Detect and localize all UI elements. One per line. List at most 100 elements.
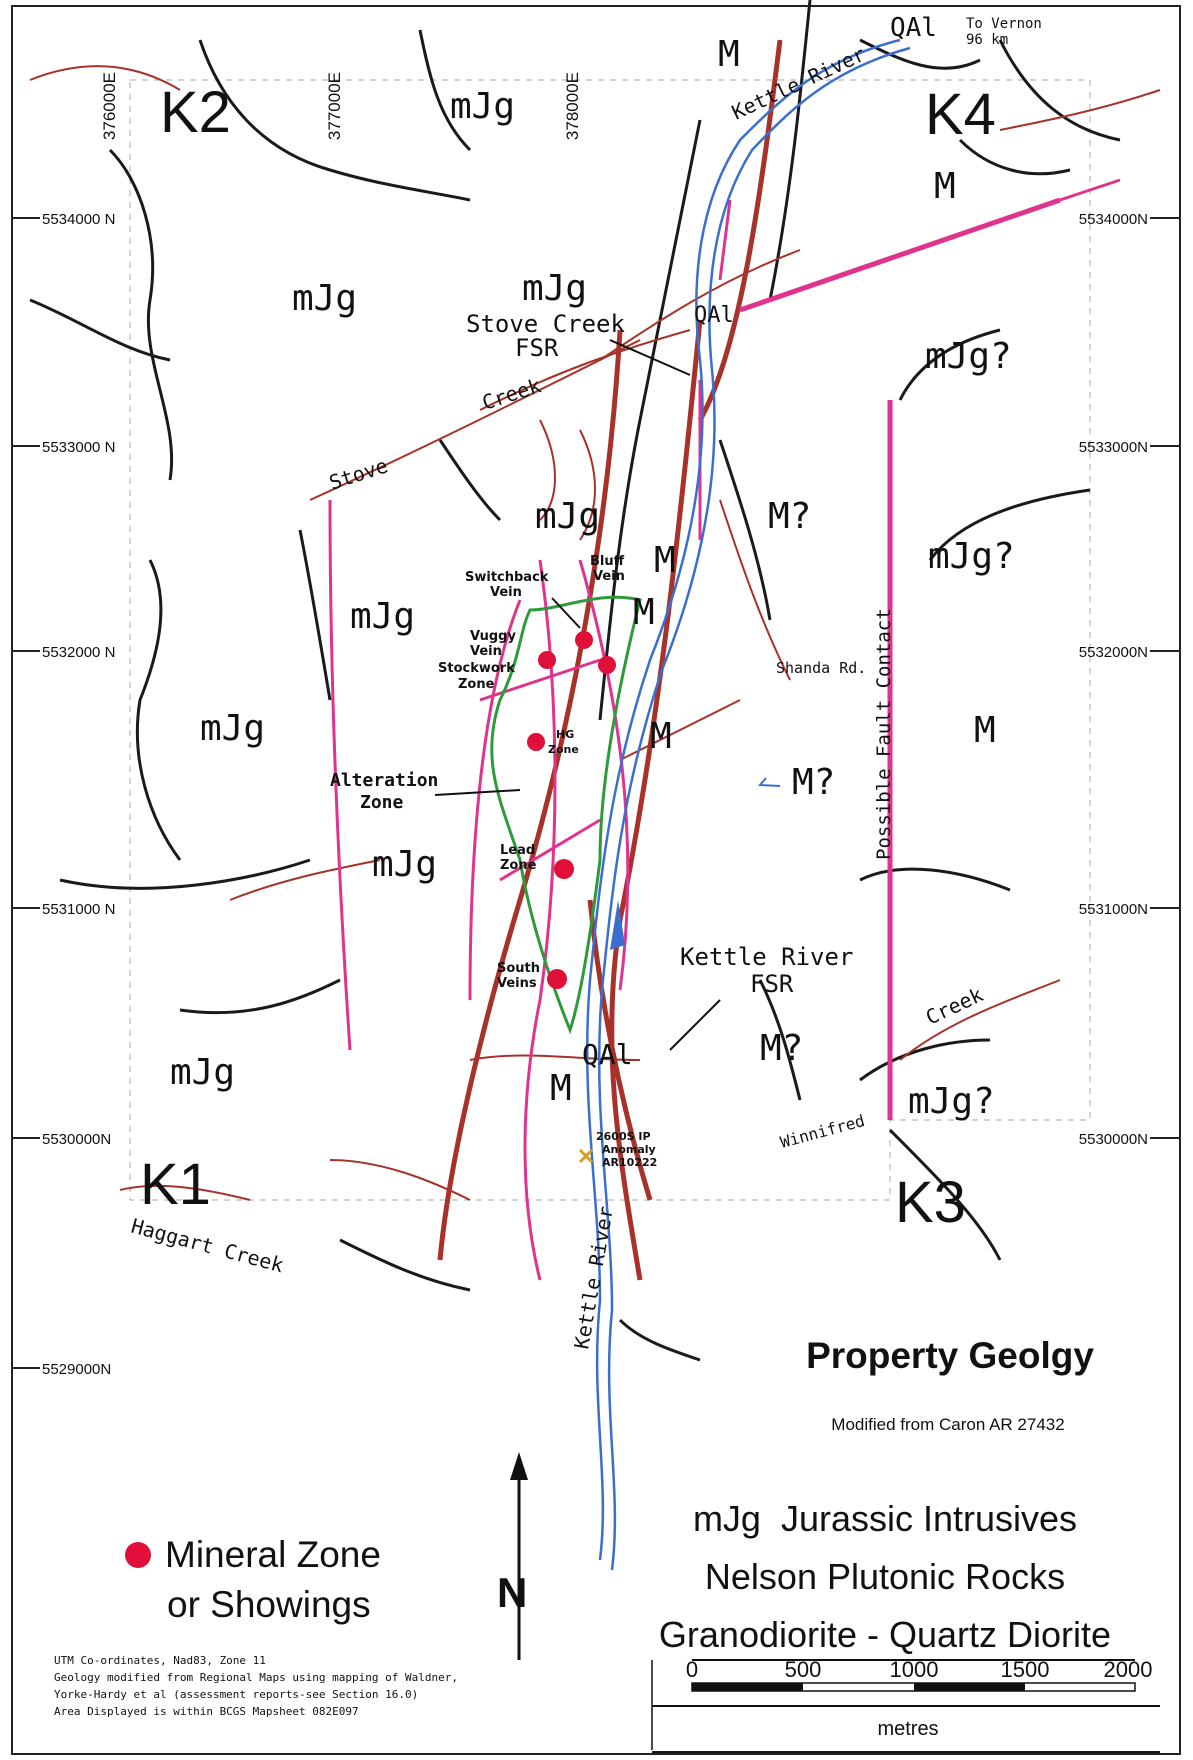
unit-mjg: mJg (522, 268, 587, 309)
hg-zone-marker (527, 733, 545, 751)
northing-right-5530000: 5530000N (1079, 1131, 1148, 1148)
faults (328, 178, 1121, 1281)
bluff-vein-marker (598, 656, 616, 674)
note-line: Geology modified from Regional Maps usin… (54, 1671, 458, 1684)
claim-k3: K3 (895, 1170, 966, 1235)
map-subtitle: Modified from Caron AR 27432 (831, 1415, 1064, 1434)
scale-tick-500: 500 (785, 1657, 822, 1682)
unit-mjg: mJg (292, 278, 357, 319)
south-veins-marker (547, 969, 567, 989)
north-arrow: N (497, 1452, 528, 1660)
scale-tick-0: 0 (686, 1657, 698, 1682)
note-line: Area Displayed is within BCGS Mapsheet 0… (54, 1705, 359, 1718)
unit-m: M (650, 716, 672, 757)
kettle-river (585, 38, 911, 1571)
unit-mjg: mJg (372, 844, 437, 885)
scale-tick-1500: 1500 (1001, 1657, 1050, 1682)
unit-m: M (550, 1068, 572, 1109)
unit-mjg-q: mJg? (908, 1081, 995, 1122)
unit-qal: QAl (890, 13, 937, 43)
unit-m-q: M? (768, 496, 811, 537)
unit-mjg-q: mJg? (928, 536, 1015, 577)
vuggy-vein-marker (538, 651, 556, 669)
creek-label: Creek (922, 982, 987, 1029)
fault-contact-label: Possible Fault Contact (873, 608, 895, 860)
northing-left-5532000: 5532000 N (42, 644, 115, 661)
northing-left-5534000: 5534000 N (42, 211, 115, 228)
unit-description-line2: Nelson Plutonic Rocks (704, 1556, 1066, 1597)
scale-tick-2000: 2000 (1104, 1657, 1153, 1682)
lead-zone-marker (554, 859, 574, 879)
scale-bar: 0 500 1000 1500 2000 metres (651, 1657, 1160, 1753)
note-line: Yorke-Hardy et al (assessment reports-se… (54, 1688, 419, 1701)
easting-376000: 376000E (100, 72, 119, 140)
mineral-zone-markers (527, 631, 616, 989)
stove-fsr-label: FSR (515, 334, 559, 362)
map-frame (11, 5, 1181, 1755)
note-line: UTM Co-ordinates, Nad83, Zone 11 (54, 1654, 266, 1667)
shanda-road-label: Shanda Rd. (776, 659, 866, 677)
northing-left-5531000: 5531000 N (42, 901, 115, 918)
unit-description-line1: mJg Jurassic Intrusives (692, 1498, 1078, 1539)
unit-m: M (654, 540, 676, 581)
northing-labels-left: 5534000 N 5533000 N 5532000 N 5531000 N … (42, 211, 115, 1378)
claim-k4: K4 (925, 82, 996, 147)
stove-label: Stove (326, 453, 391, 494)
unit-mjg-q: mJg? (925, 336, 1012, 377)
grid-ticks (12, 217, 1180, 1369)
unit-qal: QAl (694, 303, 734, 328)
scale-ticks: 0 500 1000 1500 2000 (686, 1657, 1153, 1682)
pointer-lines (434, 339, 721, 1051)
easting-378000: 378000E (563, 72, 582, 140)
unit-description: mJg Jurassic Intrusives Nelson Plutonic … (600, 1490, 1170, 1664)
northing-left-5530000: 5530000N (42, 1131, 111, 1148)
legend-background (24, 1470, 1164, 1750)
scale-unit: metres (877, 1718, 938, 1740)
water-feature (610, 900, 625, 950)
unit-qal: QAl (582, 1038, 633, 1071)
unit-m: M (718, 34, 740, 75)
map-notes: UTM Co-ordinates, Nad83, Zone 11 Geology… (54, 1652, 458, 1720)
roads (29, 65, 1161, 1201)
creek-label: Creek (479, 373, 544, 414)
alteration-zone-outline (490, 595, 642, 1035)
unit-mjg: mJg (350, 596, 415, 637)
unit-mjg: mJg (170, 1052, 235, 1093)
northing-left-5533000: 5533000 N (42, 439, 115, 456)
streams (29, 0, 1121, 1362)
claim-k2: K2 (160, 80, 231, 145)
unit-m: M (974, 710, 996, 751)
vernon-distance-label: 96 km (966, 32, 1008, 48)
unit-mjg: mJg (535, 496, 600, 537)
northing-right-5534000: 5534000N (1079, 211, 1148, 228)
unit-description-line3: Granodiorite - Quartz Diorite (658, 1614, 1112, 1655)
northing-left-5529000: 5529000N (42, 1361, 111, 1378)
unit-m: M (633, 592, 655, 633)
mineral-zone-legend: Mineral Zone or Showings (165, 1530, 381, 1630)
northing-labels-right: 5534000N 5533000N 5532000N 5531000N 5530… (1079, 211, 1148, 1148)
kettle-fsr-label: FSR (750, 970, 794, 998)
scale-tick-1000: 1000 (890, 1657, 939, 1682)
stream-labels: Stove Creek Creek Kettle River Kettle Ri… (129, 42, 987, 1351)
switchback-vein-marker (575, 631, 593, 649)
claim-labels: K1 K2 K3 K4 (140, 80, 996, 1235)
unit-mjg: mJg (450, 86, 515, 127)
kettle-river-fsr-label: Kettle River (680, 943, 853, 971)
winnifred-label: Winnifred (778, 1111, 867, 1152)
claim-k1: K1 (140, 1152, 211, 1217)
easting-377000: 377000E (325, 72, 344, 140)
northing-right-5531000: 5531000N (1079, 901, 1148, 918)
unit-m-q: M? (760, 1028, 803, 1069)
mineral-zone-legend-marker (125, 1542, 151, 1568)
mineral-zone-legend-line2: or Showings (167, 1584, 371, 1625)
geology-unit-labels: mJg mJg mJg mJg mJg mJg mJg mJg mJg? mJg… (170, 13, 1015, 1122)
northing-right-5532000: 5532000N (1079, 644, 1148, 661)
